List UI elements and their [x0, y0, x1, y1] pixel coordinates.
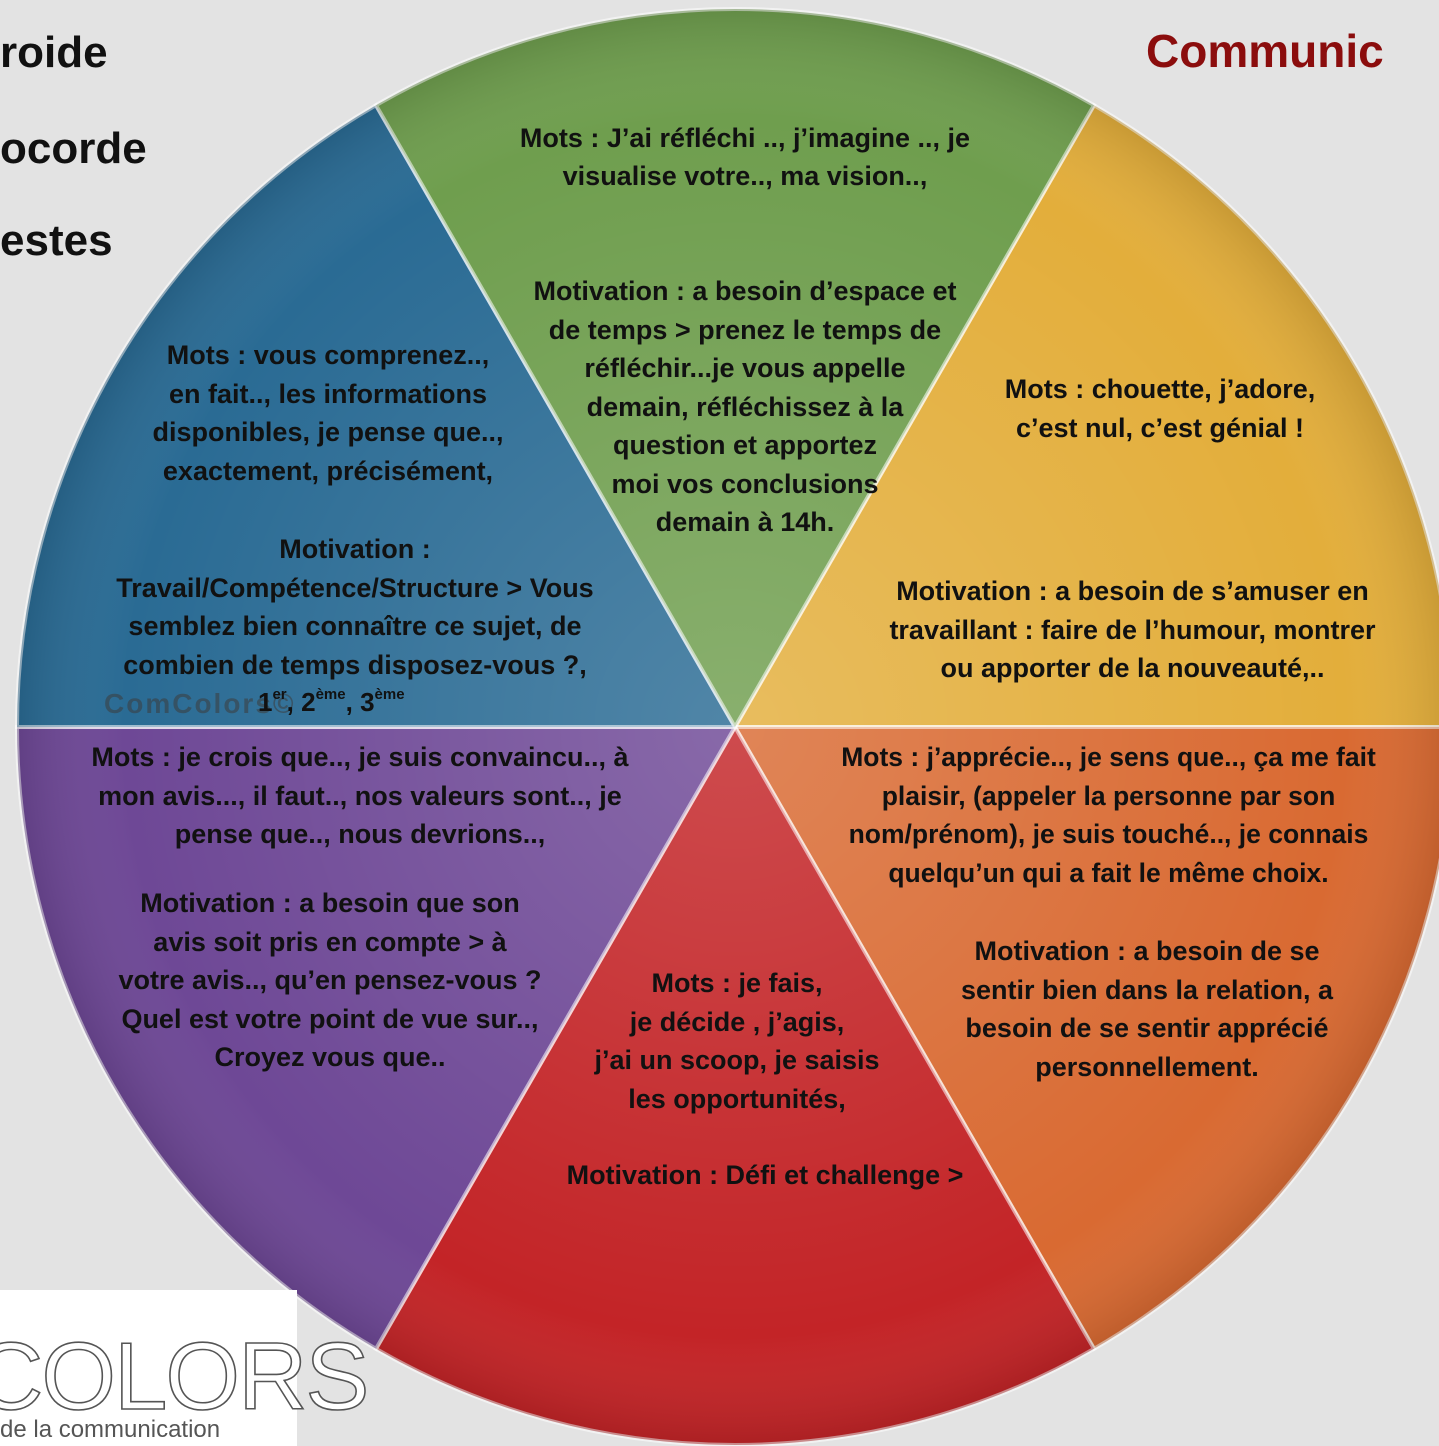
side-word-2: ocorde — [0, 124, 147, 173]
red-mots: Mots : je fais, je décide , j’agis, j’ai… — [594, 968, 880, 1114]
comcolors-logo — [0, 1290, 297, 1446]
green-motivation: Motivation : a besoin d’espace et de tem… — [533, 276, 957, 537]
purple-motivation: Motivation : a besoin que son avis soit … — [118, 888, 542, 1072]
logo-text: COLORS — [0, 1322, 370, 1431]
blue-mots: Mots : vous comprenez.., en fait.., les … — [152, 340, 504, 486]
side-word-1: roide — [0, 28, 108, 77]
blue-motivation: Motivation : Travail/Compétence/Structur… — [116, 534, 594, 680]
orange-motivation: Motivation : a besoin de se sentir bien … — [960, 936, 1334, 1082]
blue-ranks: 1er, 2ème, 3ème — [258, 686, 405, 717]
page-title: Communic — [1146, 25, 1384, 77]
yellow-mots: Mots : chouette, j’adore, c’est nul, c’e… — [1004, 374, 1316, 443]
side-word-3: estes — [0, 216, 113, 265]
green-segment-text: Mots : J’ai réfléchi .., j’imagine .., j… — [455, 80, 1035, 580]
comcolors-watermark: ComColors© — [104, 688, 296, 719]
yellow-motivation: Motivation : a besoin de s’amuser en tra… — [889, 576, 1376, 683]
wheel-shading — [17, 9, 1439, 1445]
purple-mots: Mots : je crois que.., je suis convaincu… — [91, 742, 629, 849]
orange-mots: Mots : j’apprécie.., je sens que.., ça m… — [841, 742, 1376, 888]
green-mots: Mots : J’ai réfléchi .., j’imagine .., j… — [519, 122, 971, 192]
logo-subtitle: de la communication — [0, 1416, 221, 1443]
red-motivation: Motivation : Défi et challenge > — [566, 1160, 964, 1190]
